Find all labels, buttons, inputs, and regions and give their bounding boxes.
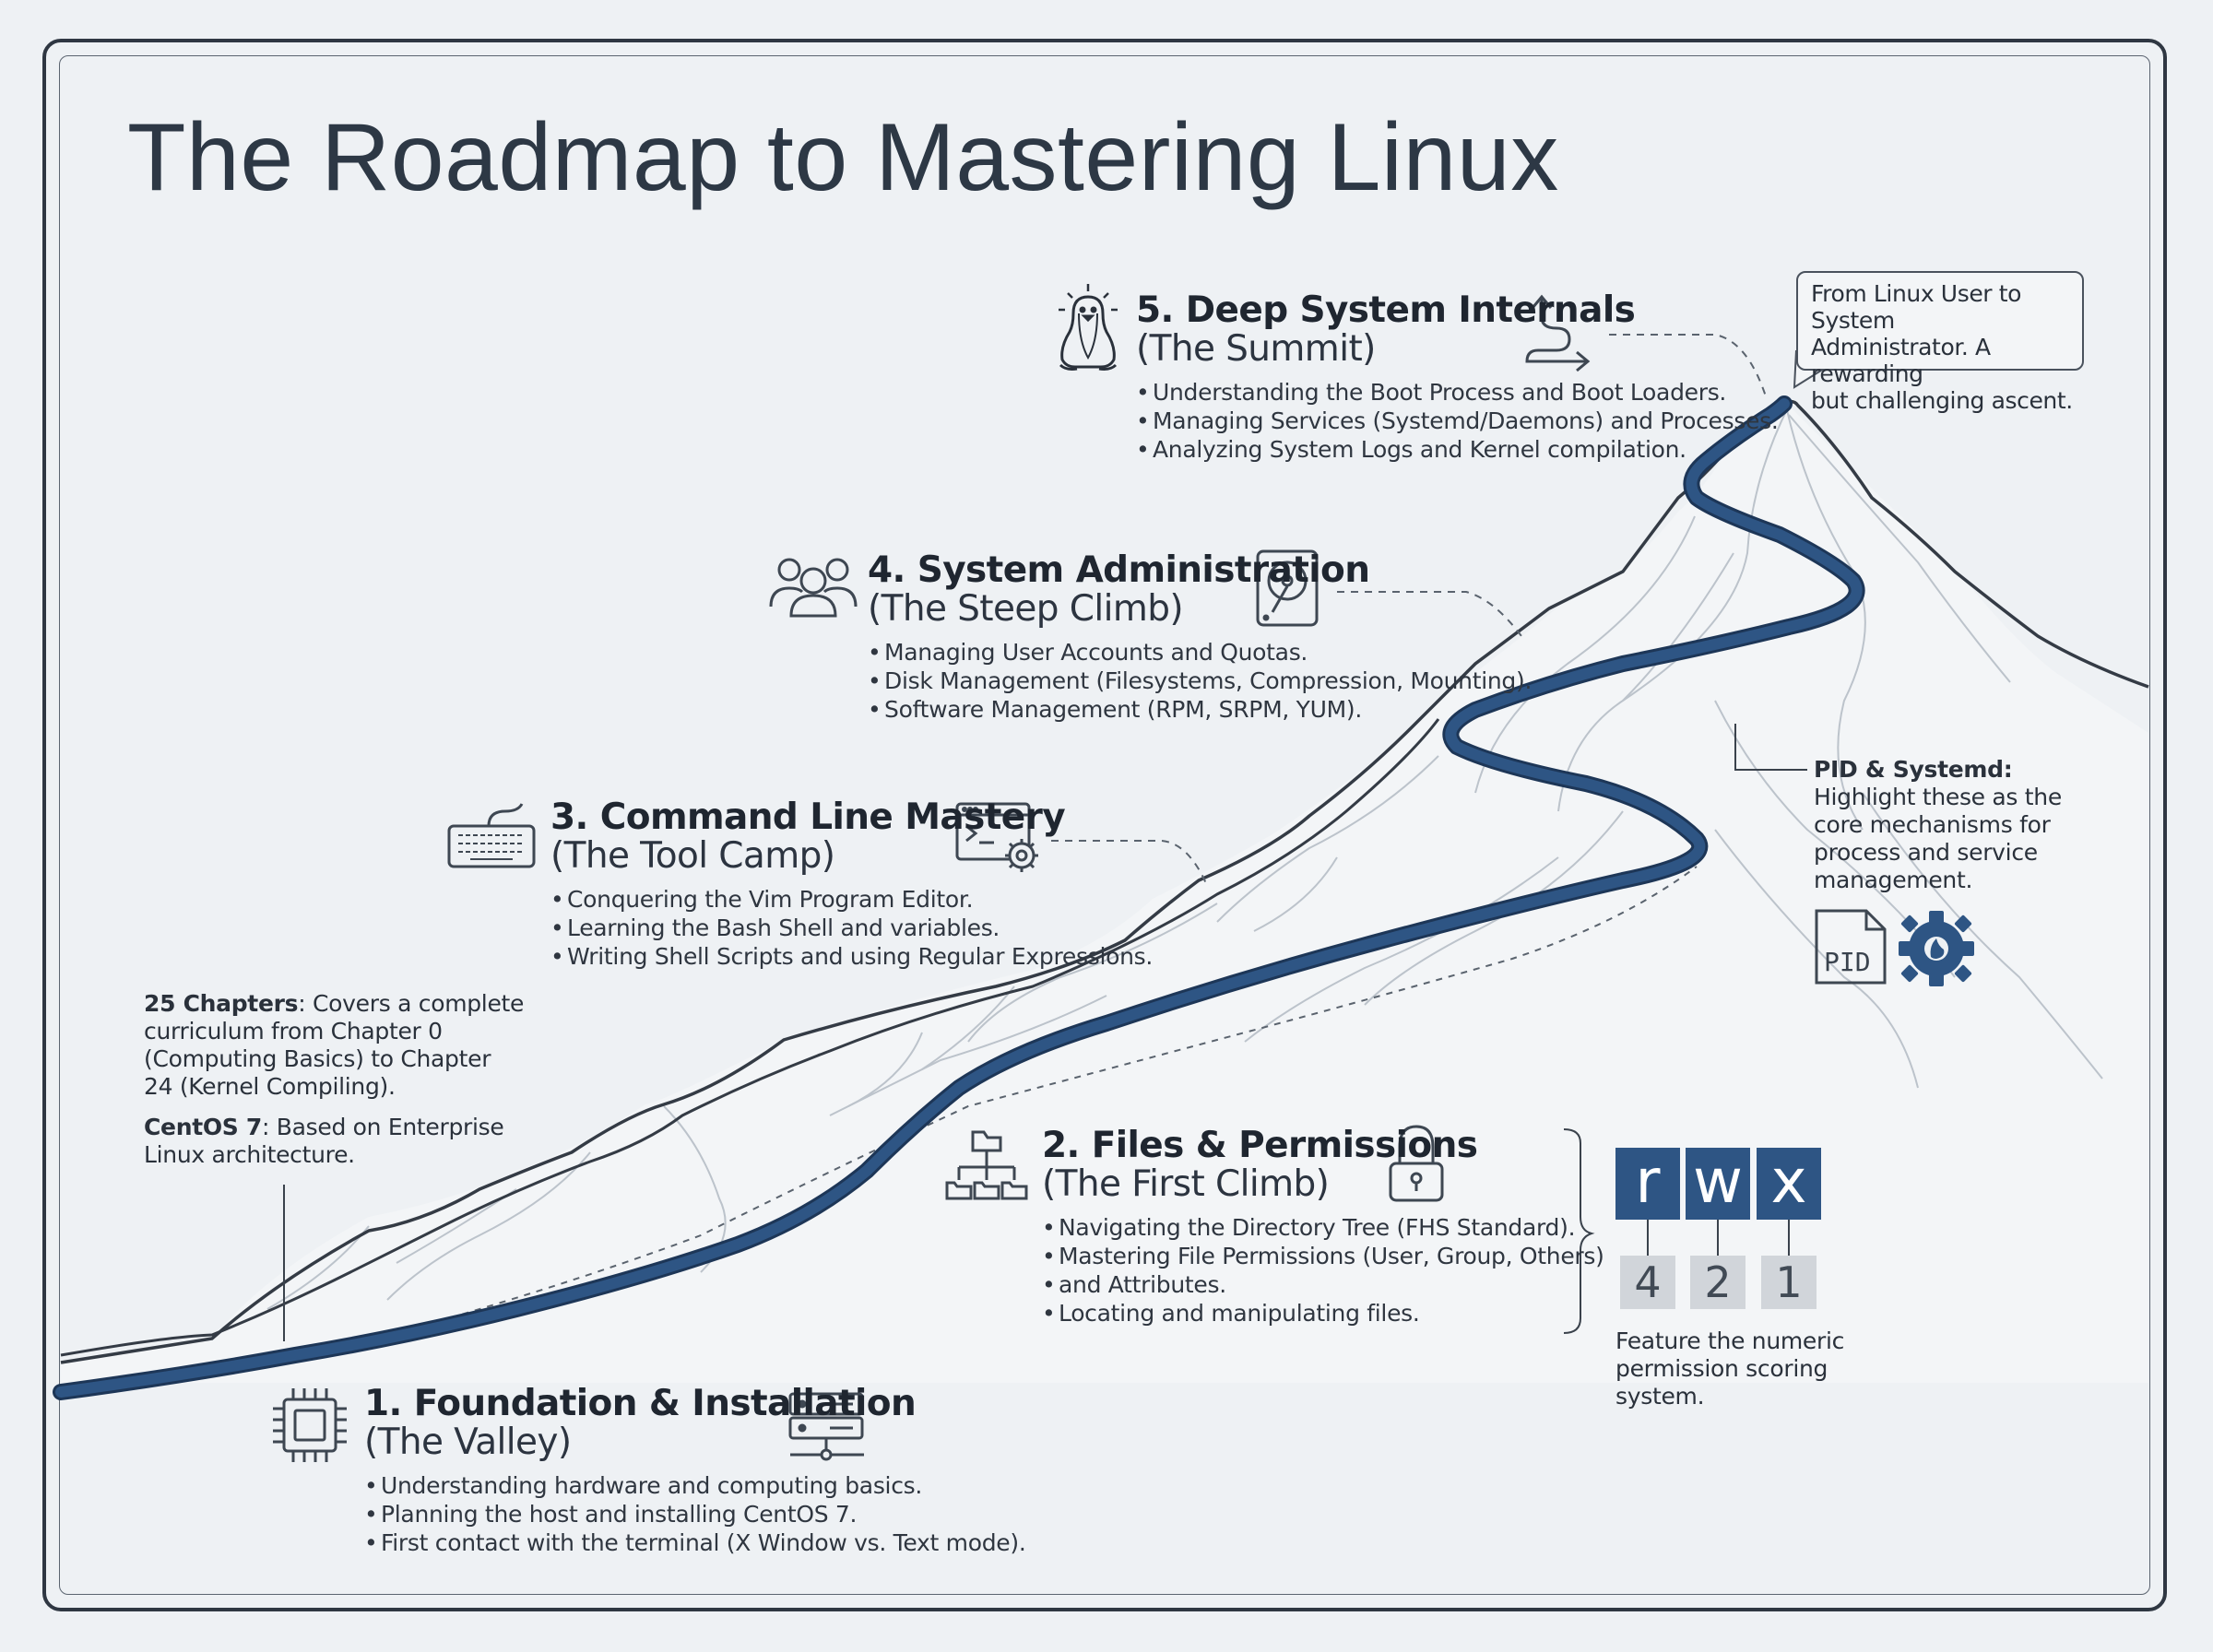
- cpu-chip-icon: [273, 1388, 347, 1462]
- list-item: Understanding the Boot Process and Boot …: [1136, 378, 1779, 407]
- gear-icon: [1899, 911, 1974, 986]
- centos-note: CentOS 7: Based on Enterprise Linux arch…: [144, 1114, 504, 1169]
- users-group-icon: [769, 558, 858, 618]
- perm-letter-w: w: [1686, 1148, 1750, 1220]
- note-line: 24 (Kernel Compiling).: [144, 1073, 396, 1100]
- stage-subtitle: (The Summit): [1136, 328, 1376, 370]
- list-item-continuation: and Attributes.: [1042, 1270, 1604, 1299]
- note-label: 25 Chapters: [144, 990, 299, 1017]
- stage-subtitle: (The Steep Climb): [868, 588, 1184, 630]
- outer-frame: [42, 39, 2167, 1611]
- callout-line: Administrator. A rewarding: [1811, 334, 1991, 387]
- list-item: Disk Management (Filesystems, Compressio…: [868, 667, 1532, 695]
- stage-subtitle: (The First Climb): [1042, 1163, 1330, 1205]
- stage-list: Navigating the Directory Tree (FHS Stand…: [1042, 1213, 1604, 1328]
- list-item: Learning the Bash Shell and variables.: [550, 914, 1153, 942]
- list-item: Software Management (RPM, SRPM, YUM).: [868, 695, 1532, 724]
- note-text: : Covers a complete: [298, 990, 525, 1017]
- stage-list: Understanding the Boot Process and Boot …: [1136, 378, 1779, 464]
- terminal-gear-icon: [955, 802, 1038, 872]
- list-item: Conquering the Vim Program Editor.: [550, 885, 1153, 914]
- stage-4: 4. System Administration (The Steep Clim…: [868, 549, 1532, 725]
- note-line: Feature the numeric: [1615, 1328, 1845, 1354]
- stage-list: Managing User Accounts and Quotas. Disk …: [868, 638, 1532, 724]
- stage-3: 3. Command Line Mastery (The Tool Camp) …: [550, 796, 1153, 972]
- stage-list: Understanding hardware and computing bas…: [364, 1471, 1026, 1557]
- list-item: Managing User Accounts and Quotas.: [868, 638, 1532, 667]
- note-text: : Based on Enterprise: [262, 1114, 504, 1140]
- server-network-icon: [788, 1392, 864, 1461]
- callout-line: but challenging ascent.: [1811, 387, 2073, 414]
- stage-heading: 5. Deep System Internals: [1136, 289, 1636, 331]
- pid-icon-label: PID: [1824, 947, 1871, 977]
- list-item: Planning the host and installing CentOS …: [364, 1500, 1025, 1528]
- permission-scoring-note: Feature the numeric permission scoring s…: [1615, 1328, 1844, 1410]
- stage-connectors: [1051, 334, 1767, 889]
- list-item: Locating and manipulating files.: [1042, 1299, 1604, 1328]
- note-line: system.: [1615, 1383, 1705, 1410]
- note-label: CentOS 7: [144, 1114, 263, 1140]
- chapters-note: 25 Chapters: Covers a complete curriculu…: [144, 990, 524, 1101]
- perm-value-2: 2: [1690, 1256, 1746, 1309]
- mountain-contours: [266, 405, 2103, 1310]
- list-item: Analyzing System Logs and Kernel compila…: [1136, 435, 1779, 464]
- stage-subtitle: (The Tool Camp): [550, 835, 835, 877]
- note-line: curriculum from Chapter 0: [144, 1018, 443, 1044]
- keyboard-icon: [447, 803, 536, 868]
- note-line: (Computing Basics) to Chapter: [144, 1045, 491, 1072]
- winding-road: [55, 398, 1863, 1398]
- list-item: Navigating the Directory Tree (FHS Stand…: [1042, 1213, 1604, 1242]
- perm-value-4: 4: [1620, 1256, 1675, 1309]
- stage-heading: 1. Foundation & Installation: [364, 1383, 917, 1424]
- callout-line: From Linux User to System: [1811, 280, 2022, 334]
- stage-1: 1. Foundation & Installation (The Valley…: [364, 1383, 1026, 1558]
- list-item: Understanding hardware and computing bas…: [364, 1471, 1025, 1500]
- rwx-connectors: [1647, 1220, 1790, 1256]
- stage-2: 2. Files & Permissions (The First Climb)…: [1042, 1127, 1604, 1328]
- front-ridge: [60, 718, 1440, 1357]
- mountain-fill: [61, 402, 2148, 1384]
- stage-5: 5. Deep System Internals (The Summit) Un…: [1136, 289, 1779, 465]
- folder-tree-icon: [945, 1130, 1028, 1200]
- inner-frame: [59, 55, 2150, 1595]
- perm-value-1: 1: [1761, 1256, 1817, 1309]
- summit-callout: From Linux User to System Administrator.…: [1796, 271, 2084, 414]
- padlock-icon: [1389, 1125, 1444, 1202]
- perm-letter-x: x: [1757, 1148, 1821, 1220]
- flow-arrow-icon: [1525, 294, 1591, 372]
- list-item: Managing Services (Systemd/Daemons) and …: [1136, 407, 1779, 435]
- perm-letter-r: r: [1615, 1148, 1680, 1220]
- mountain-outline: [60, 399, 2149, 1364]
- page-title: The Roadmap to Mastering Linux: [127, 104, 1559, 211]
- note-line: Linux architecture.: [144, 1141, 355, 1168]
- pid-file-icon: [1815, 909, 1887, 985]
- stage-heading: 4. System Administration: [868, 549, 1370, 591]
- pid-connector: [1734, 724, 1807, 771]
- pid-systemd-note: PID & Systemd: Highlight these as the co…: [1814, 756, 2062, 894]
- hard-disk-icon: [1256, 549, 1319, 627]
- note-line: core mechanisms for: [1814, 811, 2051, 838]
- note-line: permission scoring: [1615, 1355, 1828, 1382]
- stage-heading: 2. Files & Permissions: [1042, 1125, 1478, 1166]
- stage-heading: 3. Command Line Mastery: [550, 796, 1066, 838]
- tux-penguin-icon: [1059, 284, 1118, 371]
- stage-subtitle: (The Valley): [364, 1422, 572, 1463]
- list-item: First contact with the terminal (X Windo…: [364, 1528, 1026, 1557]
- note-line: management.: [1814, 867, 1973, 893]
- note-line: Highlight these as the: [1814, 784, 2062, 810]
- inner-ridge-dashed: [349, 866, 1698, 1347]
- note-line: process and service: [1814, 839, 2038, 866]
- list-item: Mastering File Permissions (User, Group,…: [1042, 1242, 1604, 1270]
- list-item: Writing Shell Scripts and using Regular …: [550, 942, 1153, 971]
- stage-list: Conquering the Vim Program Editor. Learn…: [550, 885, 1153, 971]
- note-label: PID & Systemd:: [1814, 756, 2013, 783]
